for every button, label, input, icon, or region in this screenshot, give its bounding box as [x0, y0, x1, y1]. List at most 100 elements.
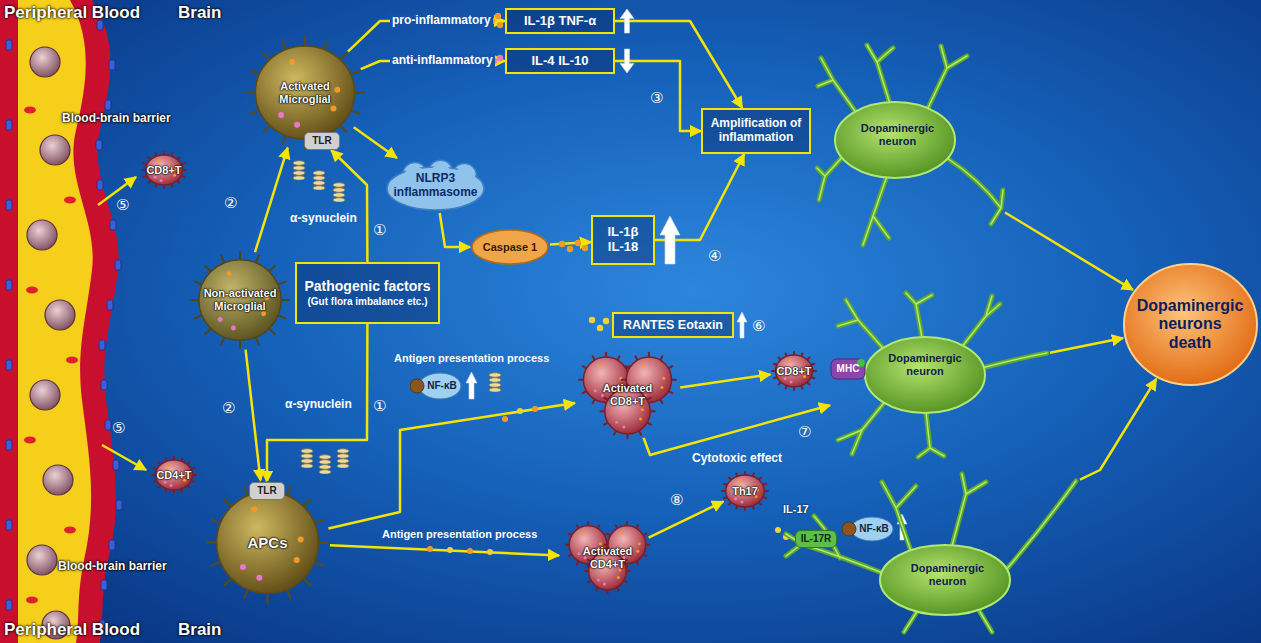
cytokine-box: IL-1β IL-18 — [591, 215, 655, 265]
inflammasome-shape: NLRP3 inflammasome — [384, 158, 487, 213]
neuron: Dopaminergic neuron IL-17R NF-κB — [780, 470, 1080, 635]
callout-number: ① — [373, 398, 386, 415]
node-text: CD8+T — [776, 365, 811, 378]
node-text: Dopaminergic neuron — [900, 562, 995, 587]
node-text: NF-κB — [427, 380, 456, 392]
node-text: CD4+T — [156, 469, 191, 482]
node-text: TLR — [257, 485, 276, 497]
connector-arrow — [649, 502, 724, 538]
connector-arrow — [440, 213, 470, 247]
neuron-outline — [780, 470, 1080, 635]
t-cell: Th17 — [720, 470, 770, 512]
node-text: (Gut flora imbalance etc.) — [307, 296, 427, 308]
node-text: CD8+T — [146, 164, 181, 177]
chemokine-box: RANTES Eotaxin — [612, 312, 734, 338]
connector-arrow — [267, 324, 367, 482]
node-text: Amplification of inflammation — [709, 117, 803, 145]
connector-arrow — [1050, 338, 1123, 353]
region-heading: Brain — [178, 620, 221, 640]
node-text: IL-1β IL-18 — [598, 225, 648, 255]
microglia-cell: Activated MicroglialTLR — [244, 35, 366, 150]
factor-shape: NF-κB — [842, 516, 894, 542]
node-text: IL-17R — [801, 533, 832, 545]
node-text: IL-1β TNF-α — [524, 14, 596, 29]
node-text: TLR — [312, 135, 331, 147]
microglia-cell: Non-activated Microglial — [189, 250, 291, 350]
connector-arrow — [255, 148, 288, 253]
enzyme-shape: Caspase 1 — [470, 228, 550, 266]
receptor-tag: TLR — [304, 132, 340, 150]
blood-vessel — [0, 0, 122, 643]
edge-label: Antigen presentation process — [392, 352, 551, 365]
connector-arrow — [1005, 213, 1133, 290]
cytokine-box: IL-1β TNF-α — [505, 8, 615, 34]
node-text: Activated CD8+T — [586, 382, 669, 407]
node-text: NLRP3 inflammasome — [392, 172, 479, 200]
connector-arrow — [1080, 379, 1156, 480]
protein-label: α-synuclein — [290, 212, 357, 226]
t-cell: CD8+T — [770, 350, 818, 392]
callout-number: ② — [224, 195, 237, 212]
callout-number: ⑥ — [752, 318, 765, 335]
receptor-shape: IL-17R — [795, 530, 837, 548]
edge-label: Antigen presentation process — [380, 528, 539, 541]
node-text: NF-κB — [859, 523, 888, 535]
connector-arrow — [644, 405, 830, 455]
cytokine-label: IL-17 — [783, 503, 809, 516]
t-cell-cluster: Activated CD8+T — [574, 350, 681, 440]
t-cell: CD8+T — [140, 150, 188, 190]
mhc-shape: MHC — [830, 358, 866, 380]
alpha-synuclein-fibril — [293, 161, 501, 474]
callout-number: ⑤ — [112, 420, 125, 437]
factor-shape: NF-κB — [410, 372, 462, 400]
node-text: Activated CD4+T — [571, 545, 644, 570]
connector-arrow — [550, 242, 591, 245]
connector-arrow — [330, 545, 559, 555]
region-heading: Brain — [178, 3, 221, 23]
node-text: Dopaminergic neurons death — [1136, 297, 1245, 352]
cytokine-dots — [427, 13, 789, 555]
connector-arrow — [680, 374, 770, 387]
node-text: IL-4 IL-10 — [531, 54, 588, 69]
node-text: Caspase 1 — [483, 241, 537, 254]
connector-arrow — [354, 127, 397, 158]
callout-number: ⑦ — [798, 424, 811, 441]
node-text: Pathogenic factors — [304, 278, 430, 294]
neuron-outline — [815, 40, 1005, 270]
t-cell: CD4+T — [150, 455, 198, 495]
connector-arrow — [615, 21, 742, 108]
node-text: RANTES Eotaxin — [623, 318, 723, 332]
node-text: Dopaminergic neuron — [850, 122, 945, 147]
barrier-label: Blood-brain barrier — [58, 560, 167, 574]
node-text: Th17 — [732, 485, 758, 498]
neuron: Dopaminergic neuron — [815, 40, 1005, 270]
outcome-oval: Dopaminergic neurons death — [1122, 262, 1259, 387]
callout-number: ③ — [650, 90, 663, 107]
node-text: MHC — [837, 363, 860, 375]
edge-label: pro-inflammatory — [390, 14, 493, 28]
connector-arrow — [331, 150, 367, 262]
barrier-label: Blood-brain barrier — [62, 112, 171, 126]
callout-number: ⑤ — [116, 197, 129, 214]
neuron: Dopaminergic neuron MHC — [830, 290, 1050, 460]
region-heading: Peripheral Blood — [4, 620, 140, 640]
region-heading: Peripheral Blood — [4, 3, 140, 23]
edge-label: anti-inflammatory — [390, 54, 495, 68]
cytokine-box: IL-4 IL-10 — [505, 48, 615, 74]
node-text: APCs — [247, 534, 287, 551]
receptor-tag: TLR — [249, 482, 285, 500]
callout-number: ① — [373, 222, 386, 239]
edge-label: Cytotoxic effect — [690, 452, 784, 466]
callout-number: ⑧ — [670, 492, 683, 509]
connector-arrow — [246, 350, 261, 481]
protein-label: α-synuclein — [285, 398, 352, 412]
apc-cell: APCs TLR — [205, 480, 330, 605]
t-cell-cluster: Activated CD4+T — [559, 520, 656, 595]
node-text: Non-activated Microglial — [199, 287, 281, 312]
cause-box: Pathogenic factors (Gut flora imbalance e… — [295, 262, 440, 324]
callout-number: ④ — [708, 248, 721, 265]
connector-arrow — [328, 403, 575, 528]
callout-number: ② — [222, 400, 235, 417]
node-text: Dopaminergic neuron — [880, 352, 970, 377]
